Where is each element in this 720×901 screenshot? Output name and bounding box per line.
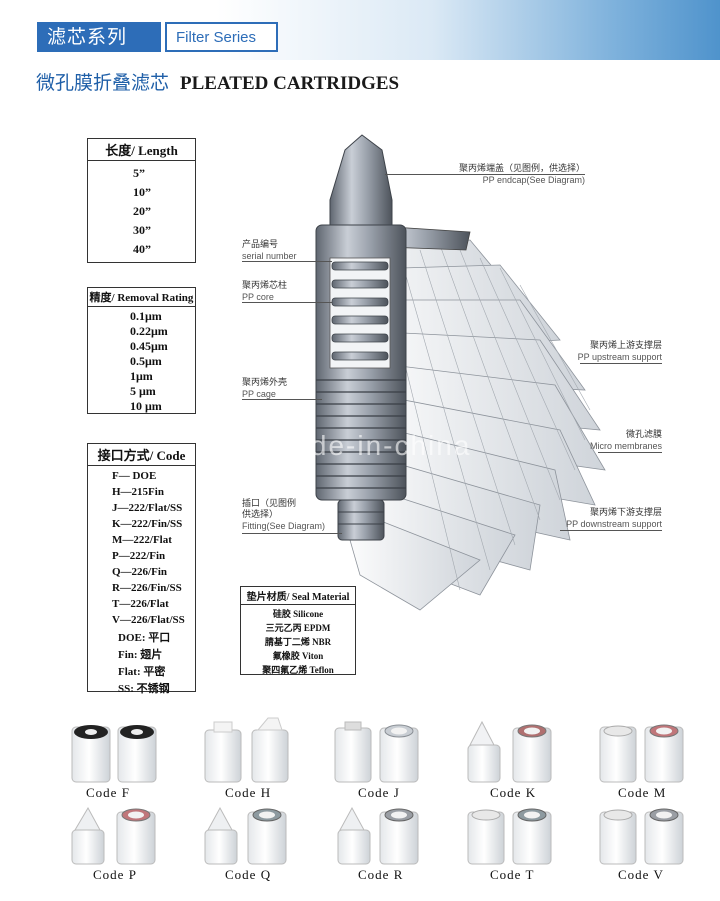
rating-item: 1μm	[130, 369, 153, 383]
code-head: 接口方式/ Code	[88, 443, 195, 466]
watermark: made-in-china	[268, 430, 472, 461]
length-item: 10”	[133, 185, 151, 199]
code-caption-M: Code M	[618, 785, 667, 800]
seal-table: 垫片材质/ Seal Material 硅胶 Silicone 三元乙丙 EPD…	[240, 586, 356, 675]
code-caption-K: Code K	[490, 785, 537, 800]
length-item: 5”	[133, 166, 145, 180]
rating-head: 精度/ Removal Rating	[88, 287, 195, 307]
code-item: J—222/Flat/SS	[112, 502, 183, 514]
code-caption-P: Code P	[93, 867, 137, 882]
code-item: V—226/Flat/SS	[112, 614, 185, 626]
product-T	[467, 808, 552, 865]
code-abbr: DOE: 平口	[118, 632, 171, 644]
seal-item: 三元乙丙 EPDM	[265, 623, 331, 633]
length-item: 40”	[133, 242, 151, 256]
code-abbr: Fin: 翅片	[118, 649, 163, 661]
product-V	[599, 808, 684, 865]
pleat-ribs	[379, 244, 591, 591]
product-P	[71, 806, 156, 865]
code-item: P—222/Fin	[112, 550, 166, 562]
code-item: K—222/Fin/SS	[112, 518, 183, 530]
length-table: 长度/ Length 5” 10” 20” 30” 40”	[87, 138, 196, 263]
seal-item: 腈基丁二烯 NBR	[264, 637, 332, 647]
header-cn: 滤芯系列	[37, 22, 161, 52]
rating-item: 0.1μm	[130, 309, 162, 323]
code-item: Q—226/Fin	[112, 566, 168, 578]
seal-item: 聚四氟乙烯 Teflon	[262, 665, 334, 675]
code-caption-V: Code V	[618, 867, 664, 882]
page-title: 微孔膜折叠滤芯 PLEATED CARTRIDGES	[36, 68, 399, 95]
length-item: 30”	[133, 223, 151, 237]
header-en: Filter Series	[165, 22, 278, 52]
code-caption-T: Code T	[490, 867, 535, 882]
code-item: H—215Fin	[112, 486, 164, 498]
endcap	[329, 134, 393, 226]
code-caption-J: Code J	[358, 785, 400, 800]
code-caption-F: Code F	[86, 785, 130, 800]
rating-item: 0.45μm	[130, 339, 168, 353]
code-item: T—226/Flat	[112, 598, 169, 610]
code-caption-R: Code R	[358, 867, 404, 882]
code-abbr: Flat: 平密	[118, 666, 166, 678]
fitting	[337, 499, 385, 541]
code-caption-H: Code H	[225, 785, 272, 800]
code-item: F— DOE	[112, 470, 157, 482]
title-cn: 微孔膜折叠滤芯	[36, 72, 170, 94]
product-K	[467, 720, 552, 783]
rating-item: 10 μm	[130, 399, 162, 413]
seal-item: 氟橡胶 Viton	[272, 651, 324, 661]
product-Q	[204, 806, 287, 865]
code-item: R—226/Fin/SS	[112, 582, 182, 594]
rating-item: 0.22μm	[130, 324, 168, 338]
label-endcap: 聚丙烯端盖（见图例，供选择）PP endcap(See Diagram)	[458, 164, 585, 185]
core-window	[329, 257, 391, 369]
rating-item: 0.5μm	[130, 354, 162, 368]
code-abbr: SS: 不锈钢	[118, 683, 170, 695]
product-M	[599, 724, 684, 783]
product-H	[204, 717, 289, 783]
label-fitting: 插口（见图例供选择）Fitting(See Diagram)	[242, 499, 326, 531]
length-head: 长度/ Length	[88, 138, 195, 161]
code-item: M—222/Flat	[112, 534, 172, 546]
product-R	[337, 806, 419, 865]
rating-item: 5 μm	[130, 384, 156, 398]
rating-table: 精度/ Removal Rating 0.1μm 0.22μm 0.45μm 0…	[87, 287, 196, 414]
length-item: 20”	[133, 204, 151, 218]
title-en: PLEATED CARTRIDGES	[180, 73, 400, 94]
code-caption-Q: Code Q	[225, 867, 272, 882]
product-F	[71, 725, 157, 783]
cage-ribs	[316, 379, 406, 489]
product-J	[334, 721, 419, 783]
core-rings	[331, 261, 389, 361]
seal-head: 垫片材质/ Seal Material	[241, 586, 355, 605]
code-table: 接口方式/ Code F— DOE H—215Fin J—222/Flat/SS…	[87, 443, 196, 695]
seal-item: 硅胶 Silicone	[272, 609, 324, 619]
